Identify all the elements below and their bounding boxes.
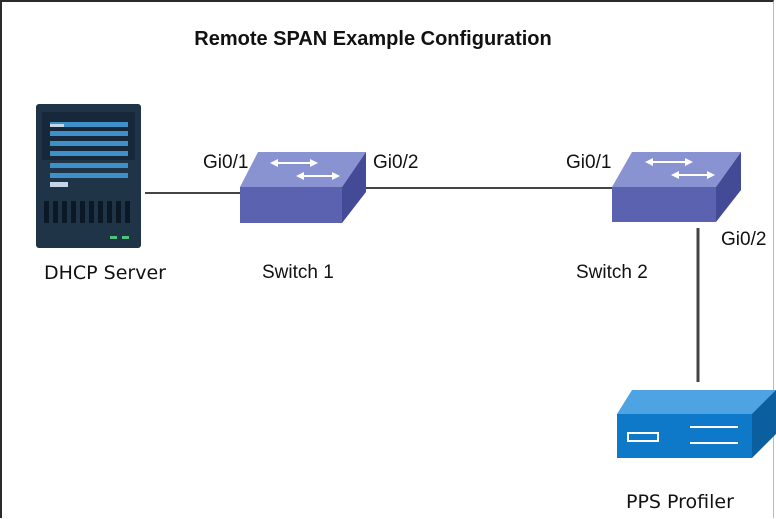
dhcp-server-label: DHCP Server bbox=[44, 262, 166, 284]
switch-1-port-gi0-1-label: Gi0/1 bbox=[203, 152, 249, 173]
switch-1-label: Switch 1 bbox=[262, 262, 334, 283]
switch-2-icon bbox=[612, 152, 741, 222]
pps-profiler-icon bbox=[617, 390, 776, 458]
switch-2-port-gi0-1-label: Gi0/1 bbox=[566, 152, 612, 173]
dhcp-server-icon bbox=[36, 104, 141, 248]
switch-1-port-gi0-2-label: Gi0/2 bbox=[373, 152, 419, 173]
switch-2-port-gi0-2-label: Gi0/2 bbox=[721, 229, 767, 250]
pps-profiler-label: PPS Profiler bbox=[626, 491, 734, 513]
switch-2-label: Switch 2 bbox=[576, 262, 648, 283]
switch-1-icon bbox=[240, 152, 366, 223]
diagram-title: Remote SPAN Example Configuration bbox=[194, 28, 552, 50]
